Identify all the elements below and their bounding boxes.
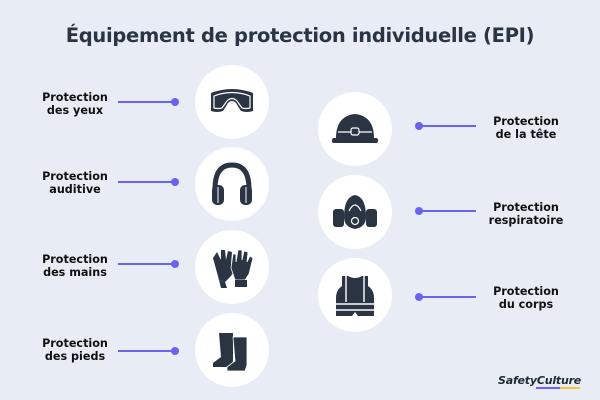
label-line1: Protection: [493, 115, 559, 128]
connector-line: [420, 210, 476, 212]
page-title: Équipement de protection individuelle (E…: [65, 24, 535, 47]
label-line2: des mains: [43, 266, 107, 279]
connector-line: [118, 350, 174, 352]
connector-dot: [415, 293, 423, 301]
goggles-circle: [195, 65, 269, 139]
connector-dot: [171, 98, 179, 106]
label-hand-protection: Protection des mains: [30, 253, 120, 279]
respirator-icon: [333, 195, 377, 229]
label-line2: de la tête: [495, 128, 557, 141]
label-hearing-protection: Protection auditive: [30, 170, 120, 196]
label-line1: Protection: [493, 285, 559, 298]
goggles-icon: [211, 89, 253, 112]
label-head-protection: Protection de la tête: [481, 115, 571, 141]
logo-underline: [536, 387, 580, 389]
label-line1: Protection: [42, 253, 108, 266]
connector-dot: [415, 207, 423, 215]
label-line2: auditive: [49, 183, 101, 196]
ear-muffs-circle: [195, 147, 269, 221]
safety-vest-circle: [318, 258, 392, 332]
hard-hat-icon: [332, 114, 378, 143]
connector-line: [420, 125, 476, 127]
hard-hat-circle: [318, 92, 392, 166]
brand-logo: SafetyCulture: [498, 374, 582, 387]
label-respiratory-protection: Protection respiratoire: [481, 201, 571, 227]
label-line2: des pieds: [44, 350, 106, 363]
connector-dot: [171, 260, 179, 268]
gloves-icon: [213, 249, 254, 288]
label-line1: Protection: [42, 337, 108, 350]
label-line2: respiratoire: [488, 214, 564, 227]
label-line2: du corps: [498, 298, 554, 311]
label-line2: des yeux: [46, 104, 104, 117]
label-body-protection: Protection du corps: [481, 285, 571, 311]
connector-dot: [415, 122, 423, 130]
connector-line: [118, 263, 174, 265]
connector-line: [118, 101, 174, 103]
label-foot-protection: Protection des pieds: [30, 337, 120, 363]
label-line1: Protection: [493, 201, 559, 214]
connector-line: [118, 181, 174, 183]
label-eye-protection: Protection des yeux: [30, 91, 120, 117]
label-line1: Protection: [42, 170, 108, 183]
label-line1: Protection: [42, 91, 108, 104]
connector-line: [420, 296, 476, 298]
connector-dot: [171, 178, 179, 186]
connector-dot: [171, 347, 179, 355]
ear-muffs-icon: [212, 162, 252, 205]
respirator-circle: [318, 175, 392, 249]
boots-circle: [195, 313, 269, 387]
safety-vest-icon: [336, 276, 374, 316]
gloves-circle: [195, 230, 269, 304]
boots-icon: [213, 333, 248, 372]
